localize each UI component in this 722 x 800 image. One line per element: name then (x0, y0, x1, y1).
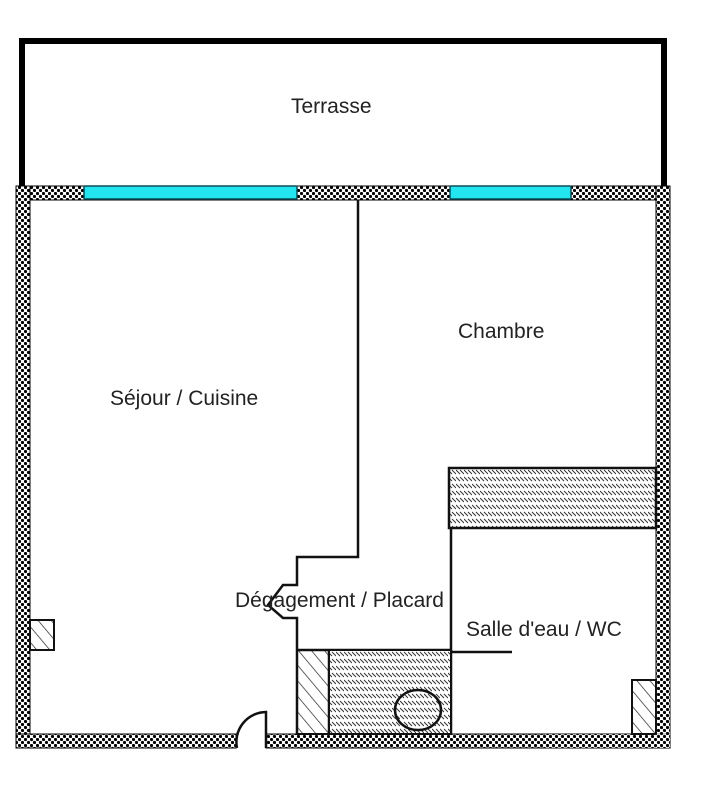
closet-chambre (447, 466, 658, 530)
duct-degagement (296, 649, 330, 735)
room-label-chambre: Chambre (458, 320, 545, 343)
shower-drain-icon (393, 688, 443, 732)
duct-salle-eau (631, 679, 657, 735)
windows (83, 185, 572, 200)
room-label-degagement: Dégagement / Placard (235, 589, 444, 612)
room-label-terrasse: Terrasse (291, 95, 372, 118)
room-label-sejour: Séjour / Cuisine (110, 387, 259, 410)
duct-sejour (29, 619, 55, 651)
room-label-salle-eau: Salle d'eau / WC (466, 618, 622, 641)
entrance-door[interactable] (235, 710, 268, 749)
terrace-outline (19, 38, 667, 186)
shower-area (328, 649, 452, 735)
